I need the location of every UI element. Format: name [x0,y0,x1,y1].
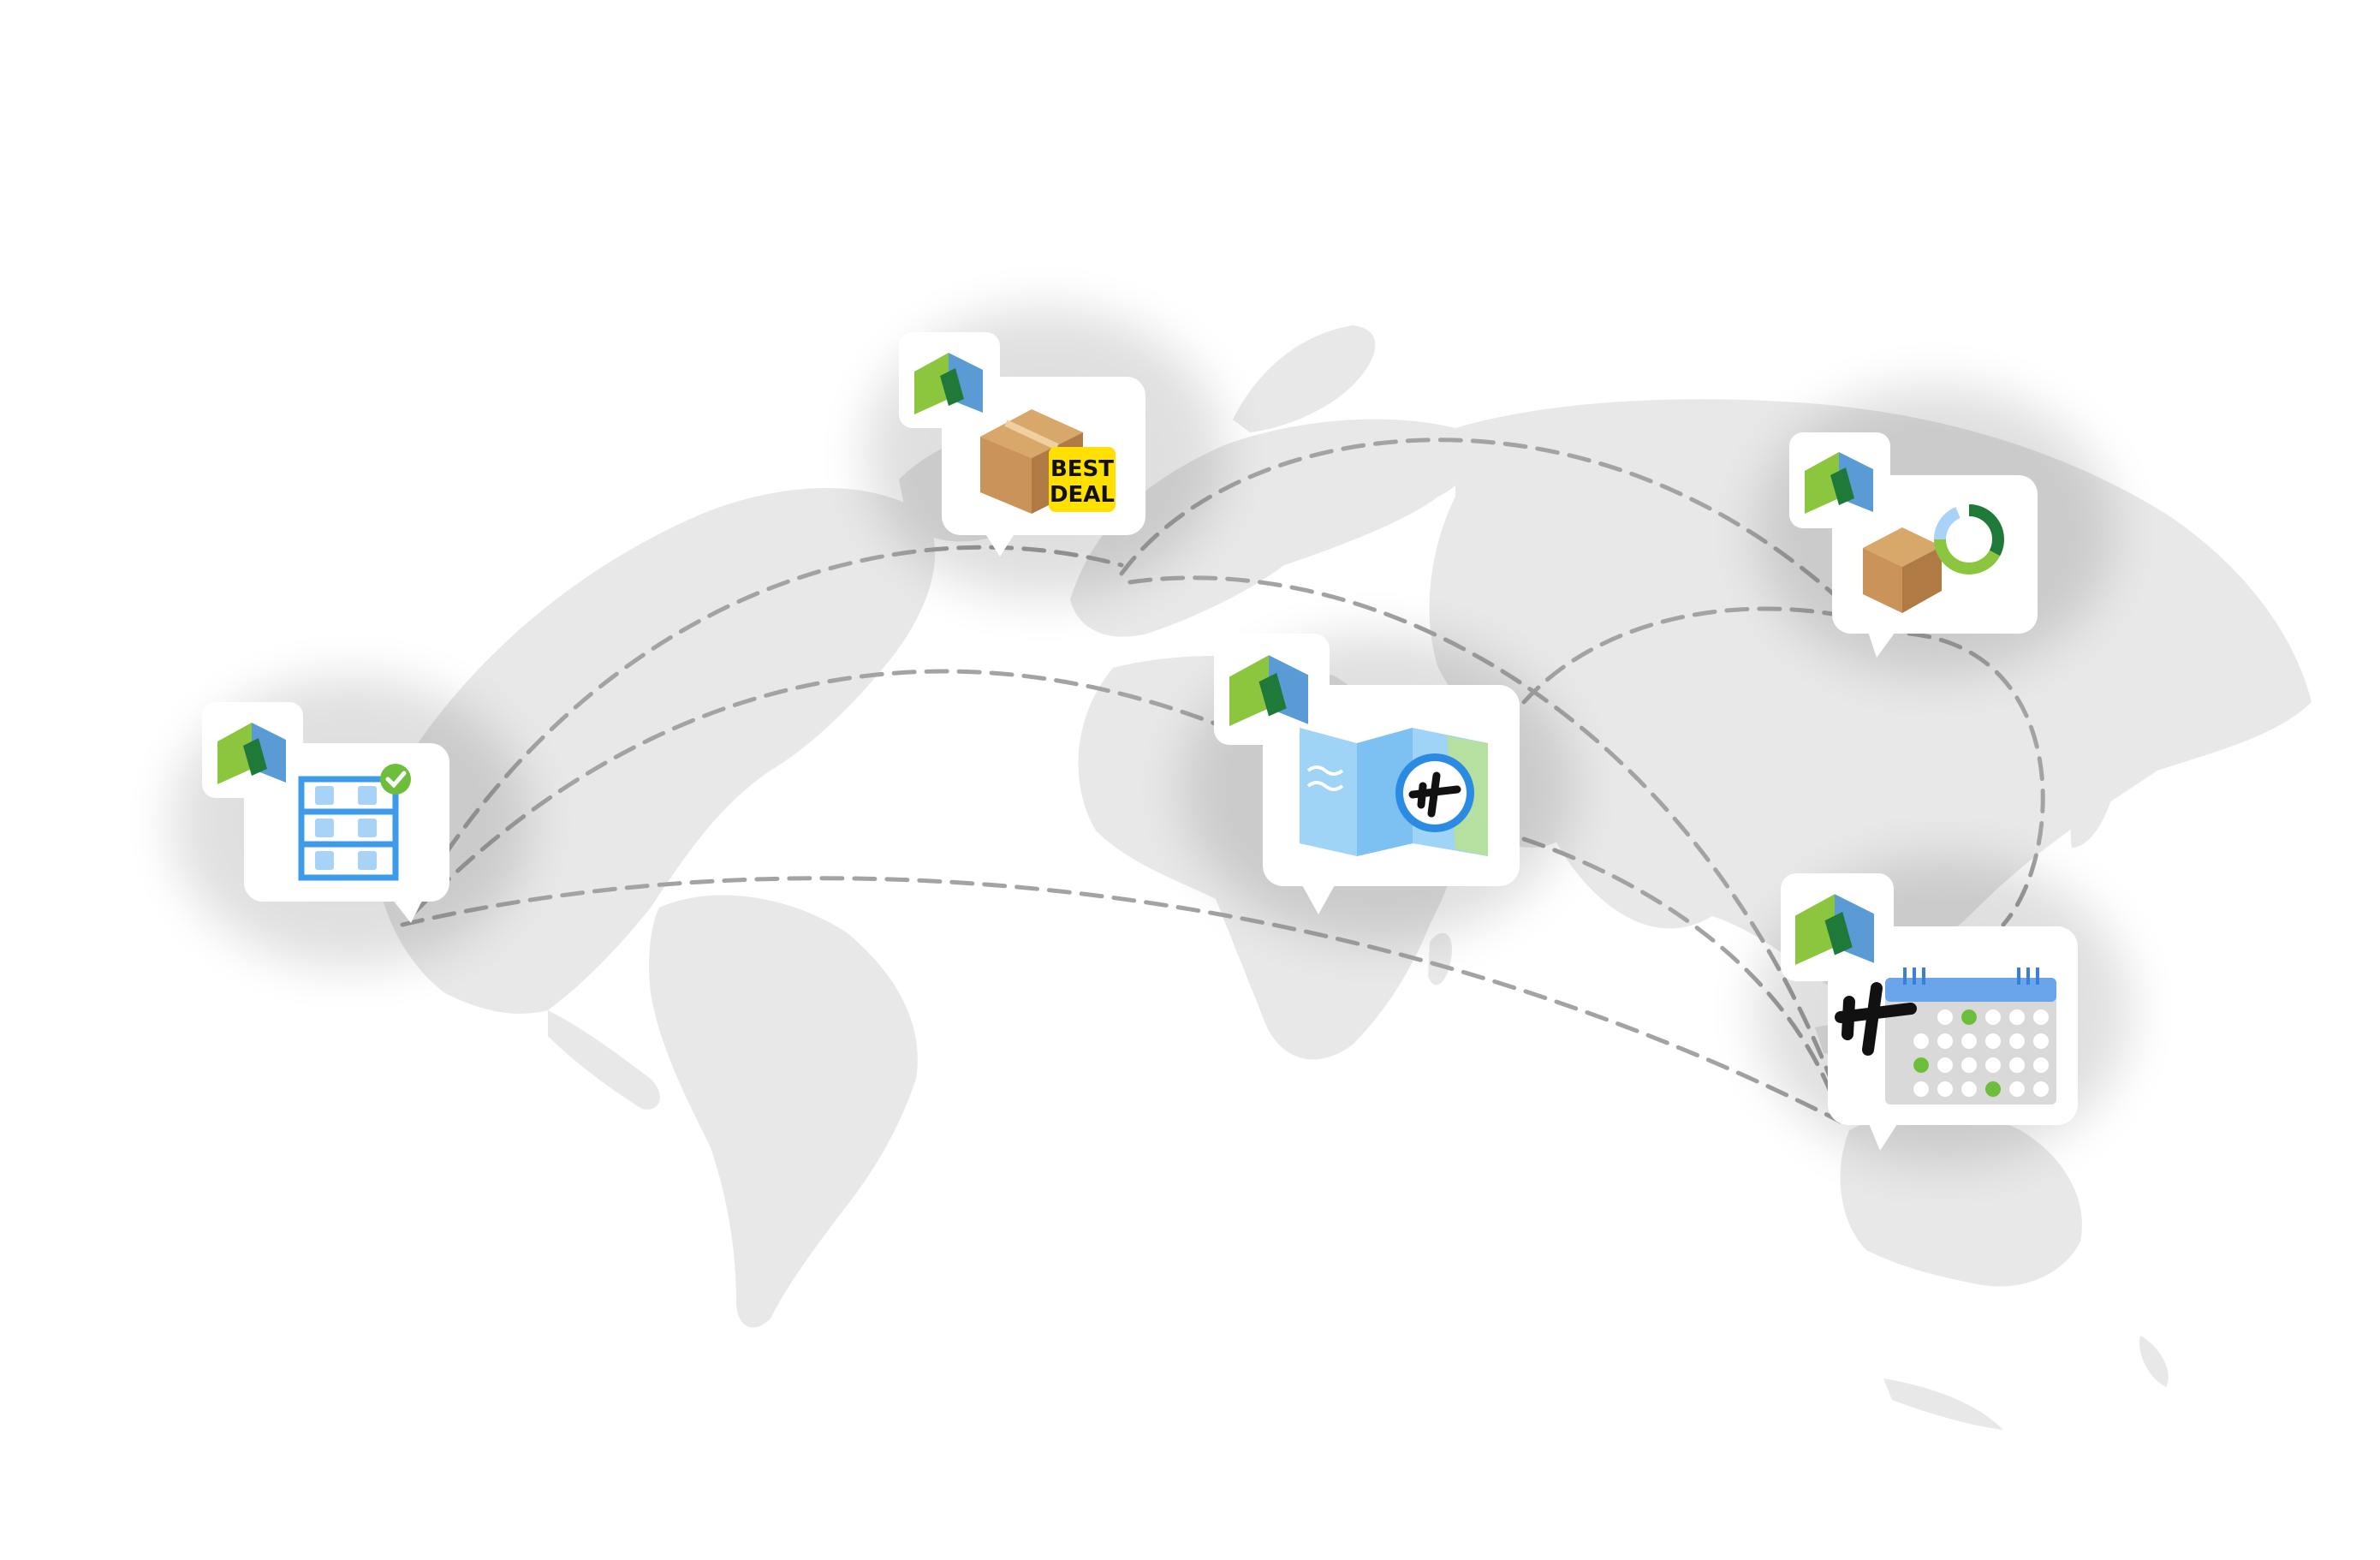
marker-warehouse[interactable] [171,676,531,968]
landmass-japan [2070,761,2117,848]
route-deal-to-analytics [1119,438,1877,636]
route-warehouse-to-deal [408,545,1124,910]
map-airplane-icon [1300,728,1488,856]
landmass-central-america [548,1010,660,1110]
marker-flight-map[interactable] [1181,634,1575,942]
warehouse-shelf-check-icon [298,764,411,881]
landmass-antarctica [1883,1378,2003,1430]
package-donut-chart-icon [1863,504,2004,613]
landmass-madagascar [1428,932,1452,985]
landmass-north-america [377,488,936,1014]
route-warehouse-to-schedule [400,876,1843,1124]
landmass-scandinavia [1233,325,1376,432]
landmass-south-america [649,895,918,1328]
best-label: BEST [1050,456,1114,482]
landmass-new-zealand [2139,1336,2169,1387]
airplane-calendar-icon [1835,968,2056,1105]
deal-label: DEAL [1050,482,1115,508]
route-warehouse-to-map [408,669,1321,919]
marker-best-deal[interactable]: BEST DEAL [865,308,1224,599]
marker-flight-schedule[interactable] [1755,856,2132,1164]
marker-package-analytics[interactable] [1755,385,2115,676]
package-best-deal-icon: BEST DEAL [980,409,1116,514]
